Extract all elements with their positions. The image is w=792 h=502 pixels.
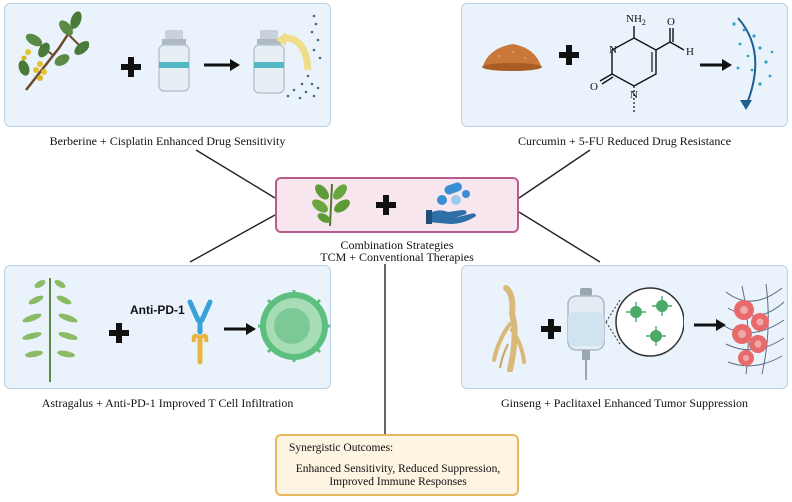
vial-release-icon bbox=[253, 14, 322, 100]
iv-bag-icon bbox=[567, 288, 605, 380]
arrow-right-icon bbox=[700, 59, 732, 71]
plus-icon bbox=[109, 323, 129, 343]
o-left-label: O bbox=[590, 81, 598, 93]
plus-icon bbox=[121, 57, 141, 77]
caption-curcumin-5fu: Curcumin + 5-FU Reduced Drug Resistance bbox=[517, 134, 732, 148]
tumor-cells-icon bbox=[723, 283, 785, 375]
outcomes-line1: Enhanced Sensitivity, Reduced Suppressio… bbox=[295, 463, 501, 475]
hand-holding-pills-icon bbox=[426, 182, 476, 224]
o-top-label: O bbox=[667, 16, 675, 28]
caption-ginseng-paclitaxel: Ginseng + Paclitaxel Enhanced Tumor Supp… bbox=[500, 396, 749, 410]
plus-icon bbox=[559, 45, 579, 65]
curcumin-powder-icon bbox=[482, 44, 542, 71]
plus-icon bbox=[541, 319, 561, 339]
herb-sprig-icon bbox=[312, 183, 350, 227]
arrow-right-icon bbox=[694, 319, 726, 331]
n-right-label: N bbox=[630, 89, 638, 101]
n-left-label: N bbox=[609, 44, 617, 56]
center-line1: Combination Strategies bbox=[340, 238, 454, 252]
particle-dispersion-icon bbox=[732, 17, 774, 110]
synergistic-outcomes-box: Synergistic Outcomes: Enhanced Sensitivi… bbox=[275, 434, 519, 496]
caption-astragalus-antipd1: Astragalus + Anti-PD-1 Improved T Cell I… bbox=[41, 396, 294, 410]
outcomes-title: Synergistic Outcomes: bbox=[289, 442, 394, 454]
cell-zoom-icon bbox=[605, 287, 684, 357]
combination-strategies-caption: Combination Strategies TCM + Conventiona… bbox=[275, 239, 519, 263]
ginseng-root-icon bbox=[492, 285, 526, 372]
antibody-icon bbox=[187, 299, 213, 365]
berberine-plant-icon bbox=[18, 11, 89, 91]
arrow-right-icon bbox=[224, 323, 256, 335]
center-line2: TCM + Conventional Therapies bbox=[320, 250, 474, 264]
astragalus-plant-icon bbox=[22, 278, 78, 382]
cisplatin-vial-icon bbox=[158, 30, 190, 92]
5fu-molecule-icon: NH2 N N O O H bbox=[590, 13, 694, 112]
arrow-right-icon bbox=[204, 59, 240, 71]
anti-pd1-label: Anti-PD-1 bbox=[130, 303, 185, 317]
outcomes-line2: Improved Immune Responses bbox=[329, 476, 467, 488]
caption-berberine-cisplatin: Berberine + Cisplatin Enhanced Drug Sens… bbox=[49, 134, 286, 148]
nh2-label: NH2 bbox=[626, 13, 646, 27]
h-label: H bbox=[686, 46, 694, 58]
plus-icon bbox=[376, 195, 396, 215]
t-cell-icon bbox=[258, 290, 330, 362]
